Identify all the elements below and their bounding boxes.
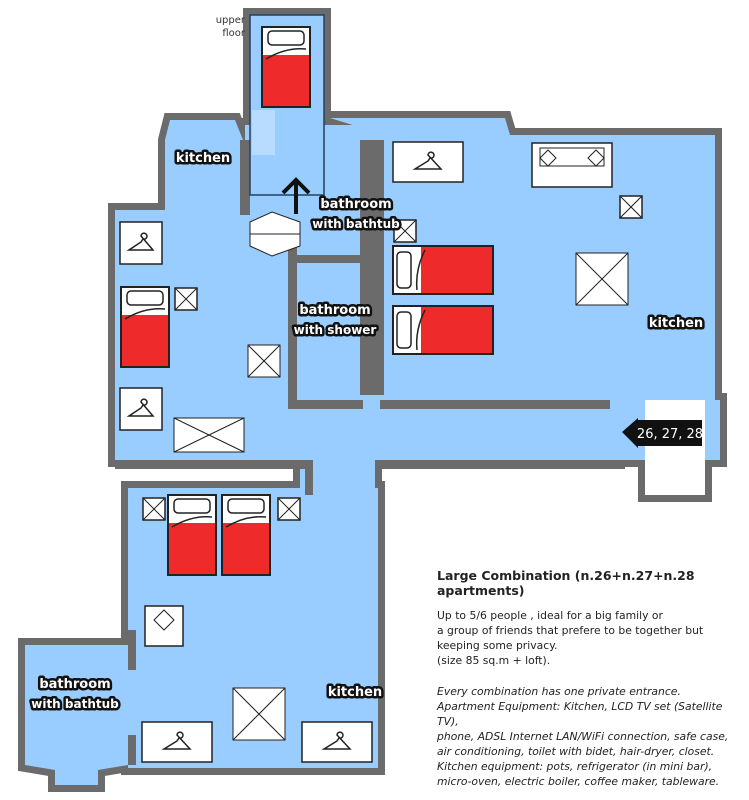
closet-icon — [119, 221, 163, 265]
label-with-bathtub: with bathtub — [312, 217, 400, 231]
sofa-icon — [531, 142, 613, 188]
equipment-line: micro-oven, electric boiler, coffee make… — [437, 775, 720, 788]
closet-icon — [392, 141, 464, 183]
label-kitchen: kitchen — [176, 151, 230, 166]
label-kitchen: kitchen — [328, 685, 382, 700]
bed — [392, 245, 494, 295]
bed — [221, 494, 271, 576]
description-line: keeping some privacy. — [437, 639, 558, 652]
table-icon — [142, 497, 166, 521]
table-icon — [619, 195, 643, 219]
closet-icon — [141, 721, 213, 763]
closet-icon — [301, 721, 373, 763]
label-bathroom: bathroom — [320, 197, 391, 212]
entrance-apartment-numbers: 26, 27, 28 — [637, 427, 703, 442]
entrance-sign: 26, 27, 28 — [622, 418, 703, 448]
loft-bed — [261, 26, 311, 108]
table-icon — [277, 497, 301, 521]
apartment-description: Large Combination (n.26+n.27+n.28 apartm… — [437, 568, 747, 789]
label-bathroom: bathroom — [39, 677, 110, 692]
stairs-icon — [249, 211, 301, 257]
table-icon — [174, 287, 198, 311]
description-line: a group of friends that prefere to be to… — [437, 624, 704, 637]
armchair-icon — [144, 605, 184, 647]
equipment-line: Every combination has one private entran… — [437, 685, 681, 698]
label-with-bathtub: with bathtub — [31, 697, 119, 711]
bed — [392, 305, 494, 355]
table-icon — [575, 252, 629, 306]
table-icon — [247, 344, 281, 378]
description-line: Up to 5/6 people , ideal for a big famil… — [437, 609, 663, 622]
loft-outline — [249, 14, 325, 196]
up-arrow-icon — [281, 177, 311, 214]
label-with-shower: with shower — [294, 323, 377, 337]
equipment-line: Apartment Equipment: Kitchen, LCD TV set… — [437, 700, 723, 728]
description-title: Large Combination (n.26+n.27+n.28 apartm… — [437, 568, 695, 598]
bed — [167, 494, 217, 576]
bed — [120, 286, 170, 368]
equipment-line: air conditioning, toilet with bidet, hai… — [437, 745, 715, 758]
description-line: (size 85 sq.m + loft). — [437, 654, 551, 667]
upper-floor-label: upper floor — [215, 15, 245, 39]
table-icon — [173, 417, 245, 453]
table-icon — [232, 687, 286, 741]
label-kitchen: kitchen — [649, 316, 703, 331]
interior-walls — [115, 140, 625, 765]
closet-icon — [119, 387, 163, 431]
equipment-line: Kitchen equipment: pots, refrigerator (i… — [437, 760, 713, 773]
label-bathroom: bathroom — [299, 303, 370, 318]
equipment-line: phone, ADSL Internet LAN/WiFi connection… — [437, 730, 729, 743]
